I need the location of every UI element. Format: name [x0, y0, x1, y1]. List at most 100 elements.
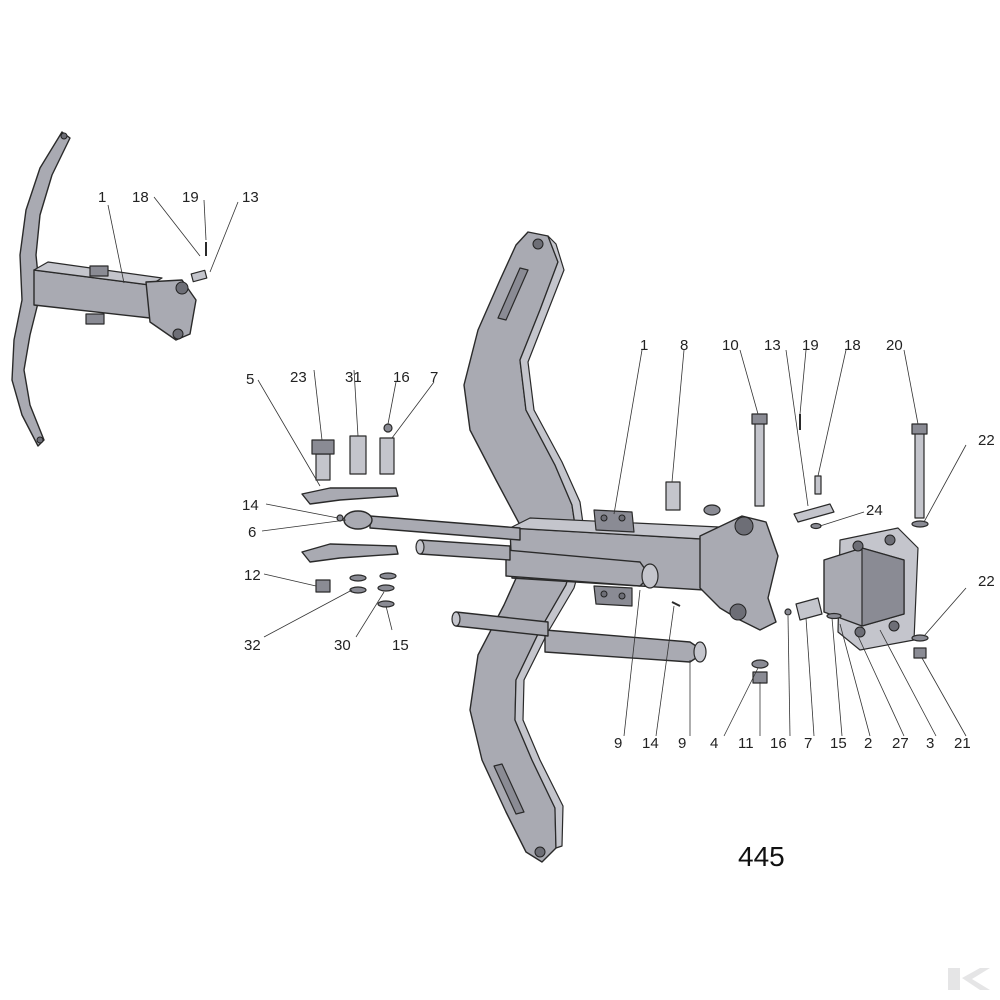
- arm-slot-bottom: [493, 763, 525, 815]
- leader-c-9a: [623, 589, 641, 737]
- leader-sv-1: [107, 204, 125, 284]
- callout-c-12: 12: [244, 567, 261, 584]
- bolt-10: [754, 421, 765, 507]
- callout-c-2: 2: [864, 735, 872, 752]
- nut-21: [913, 647, 927, 659]
- leader-c-3: [879, 629, 937, 737]
- leader-c-19: [799, 349, 807, 415]
- head-boss-top: [734, 516, 754, 536]
- bushing-31: [349, 435, 367, 475]
- overview-arm-hole-top: [60, 132, 68, 140]
- leader-c-4: [723, 667, 759, 737]
- arm-hole-bottom: [534, 846, 546, 858]
- overview-head-boss-top: [175, 281, 189, 295]
- callout-c-14b: 14: [642, 735, 659, 752]
- mount-bolt-head-2: [884, 534, 896, 546]
- mount-bracket-3-face: [861, 547, 905, 627]
- leader-c-31: [353, 369, 359, 437]
- leader-c-16a: [387, 381, 397, 425]
- leader-c-12: [263, 573, 317, 587]
- callout-c-7b: 7: [804, 735, 812, 752]
- overview-pin: [190, 269, 208, 283]
- leader-c-32: [263, 589, 353, 638]
- lower-tube: [544, 629, 706, 663]
- callout-c-30: 30: [334, 637, 351, 654]
- leader-c-22b: [923, 587, 967, 637]
- main-head-casting: [699, 515, 779, 631]
- leader-c-15a: [385, 605, 393, 631]
- overview-head-boss-bottom: [172, 328, 184, 340]
- diagram-number: 445: [738, 841, 785, 872]
- callout-c-18: 18: [844, 337, 861, 354]
- callout-c-27: 27: [892, 735, 909, 752]
- leader-c-21: [921, 657, 967, 737]
- arm-slot-top: [497, 267, 529, 321]
- callout-c-9a: 9: [614, 735, 622, 752]
- callout-c-5: 5: [246, 371, 254, 388]
- callout-c-31: 31: [345, 369, 362, 386]
- callout-c-23: 23: [290, 369, 307, 386]
- leader-c-27: [857, 635, 905, 737]
- plate-lower: [301, 543, 399, 563]
- bolt-10-head: [751, 413, 768, 425]
- bolt-20-head: [911, 423, 928, 435]
- leader-c-2: [839, 623, 871, 737]
- callout-c-4: 4: [710, 735, 718, 752]
- callout-sv-19: 19: [182, 189, 199, 206]
- lower-rod-end: [451, 611, 461, 627]
- callout-sv-1: 1: [98, 189, 106, 206]
- callout-c-6: 6: [248, 524, 256, 541]
- leader-c-14b: [655, 605, 675, 737]
- callout-c-14a: 14: [242, 497, 259, 514]
- plate-upper: [301, 487, 399, 505]
- leader-c-1: [613, 349, 643, 515]
- leader-c-13: [785, 349, 809, 507]
- brand-mark-icon: [948, 968, 990, 990]
- callout-c-11: 11: [738, 735, 754, 752]
- callout-c-20: 20: [886, 337, 903, 354]
- callout-c-24: 24: [866, 502, 883, 519]
- callout-c-16a: 16: [393, 369, 410, 386]
- main-leaders: [257, 349, 967, 737]
- washer-22-bottom: [911, 634, 929, 642]
- bolt-23-head: [311, 439, 335, 455]
- overview-arm-hole-bottom: [36, 436, 44, 444]
- callout-c-16b: 16: [770, 735, 787, 752]
- overview-bracket-bottom: [85, 313, 105, 325]
- leader-sv-18: [153, 196, 201, 257]
- nut-12: [315, 579, 331, 593]
- leader-c-30: [355, 591, 385, 638]
- pin-13: [793, 503, 835, 523]
- grease-cap: [703, 504, 721, 516]
- leader-c-10: [739, 349, 759, 415]
- callout-c-9b: 9: [678, 735, 686, 752]
- callout-sv-18: 18: [132, 189, 149, 206]
- bolt-23: [315, 453, 331, 481]
- bushing-7-right: [795, 597, 823, 621]
- callout-c-22b: 22: [978, 573, 995, 590]
- arm-hole-top: [532, 238, 544, 250]
- overview-bracket-top: [89, 265, 109, 277]
- callout-c-13: 13: [764, 337, 781, 354]
- bushing-7-left: [379, 437, 395, 475]
- link-rod-eye: [343, 510, 373, 530]
- leader-c-8: [671, 349, 685, 483]
- upper-rod: [419, 539, 511, 561]
- leader-c-16b: [787, 615, 791, 737]
- mount-bolt-head-3: [854, 626, 866, 638]
- leader-sv-13: [209, 201, 239, 273]
- washer-30: [377, 584, 395, 592]
- callout-c-15b: 15: [830, 735, 847, 752]
- washer-left-2: [379, 572, 397, 580]
- washer-22-top: [911, 520, 929, 528]
- callout-c-22a: 22: [978, 432, 995, 449]
- washer-4: [751, 659, 769, 669]
- nipple-16-right: [784, 608, 792, 616]
- callout-c-19: 19: [802, 337, 819, 354]
- mount-bolt-head-4: [888, 620, 900, 632]
- callout-c-32: 32: [244, 637, 261, 654]
- leader-sv-19: [203, 199, 207, 241]
- overview-assembly: 1 18 19 13: [11, 131, 259, 447]
- clip-24: [810, 522, 822, 530]
